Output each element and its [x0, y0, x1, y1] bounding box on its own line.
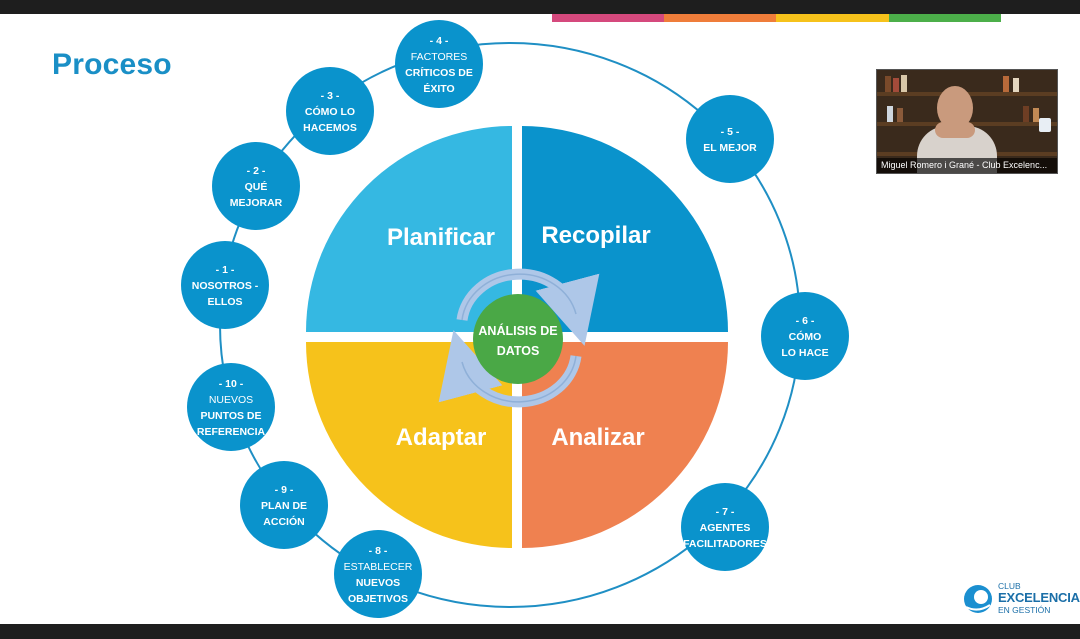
- step-9: - 9 - PLAN DE ACCIÓN: [240, 461, 328, 549]
- book: [885, 76, 891, 92]
- step-circle: [181, 241, 269, 329]
- step-6: - 6 - CÓMO LO HACE: [761, 292, 849, 380]
- step-label: NUEVOS: [356, 577, 400, 589]
- step-8: - 8 - ESTABLECER NUEVOS OBJETIVOS: [334, 530, 422, 618]
- step-10: - 10 - NUEVOS PUNTOS DE REFERENCIA: [187, 363, 275, 451]
- quadrant-label-analizar: Analizar: [551, 424, 644, 451]
- step-number: - 4 -: [430, 35, 449, 47]
- step-circle: [686, 95, 774, 183]
- logo-text-line2: EXCELENCIA: [998, 590, 1080, 605]
- cycle-arrow-bottom-outline: [461, 355, 577, 403]
- step-number: - 9 -: [275, 484, 294, 496]
- step-number: - 2 -: [247, 165, 266, 177]
- step-3: - 3 - CÓMO LO HACEMOS: [286, 67, 374, 155]
- book: [1013, 78, 1019, 92]
- step-number: - 3 -: [321, 90, 340, 102]
- center-label-line2: DATOS: [497, 344, 540, 358]
- step-label: ACCIÓN: [263, 515, 304, 528]
- step-label: EL MEJOR: [703, 142, 757, 154]
- step-circle: [395, 20, 483, 108]
- club-excelencia-logo: CLUB EXCELENCIA EN GESTIÓN: [962, 581, 1080, 621]
- quadrant-analizar: [522, 342, 728, 548]
- step-circle: [240, 461, 328, 549]
- step-label: HACEMOS: [303, 122, 357, 134]
- step-circle: [761, 292, 849, 380]
- step-1: - 1 - NOSOTROS - ELLOS: [181, 241, 269, 329]
- book: [901, 75, 907, 92]
- video-thumbnail[interactable]: Miguel Romero i Grané - Club Excelenc...: [876, 69, 1058, 174]
- quadrant-planificar: [306, 126, 512, 332]
- step-circle: [187, 363, 275, 451]
- center-label-line1: ANÁLISIS DE: [478, 323, 557, 338]
- badge-icon: [1039, 118, 1051, 132]
- book: [887, 106, 893, 122]
- step-circle: [286, 67, 374, 155]
- step-label: REFERENCIA: [197, 426, 266, 438]
- bottom-window-bar: [0, 624, 1080, 639]
- book: [1033, 108, 1039, 122]
- step-label: ELLOS: [207, 296, 242, 308]
- step-label: PLAN DE: [261, 500, 307, 512]
- stripe-pink: [552, 14, 664, 22]
- step-label: AGENTES: [700, 522, 751, 534]
- step-number: - 1 -: [216, 264, 235, 276]
- step-circle: [681, 483, 769, 571]
- step-5: - 5 - EL MEJOR: [686, 95, 774, 183]
- step-circle: [334, 530, 422, 618]
- step-label: FACILITADORES: [683, 538, 767, 550]
- step-number: - 8 -: [369, 545, 388, 557]
- step-label: LO HACE: [781, 347, 828, 359]
- step-label: CRÍTICOS DE: [405, 66, 473, 79]
- stripe-yellow: [776, 14, 889, 22]
- step-number: - 7 -: [716, 506, 735, 518]
- book: [1003, 76, 1009, 92]
- process-diagram: Planificar Recopilar Adaptar Analizar AN…: [181, 20, 849, 618]
- step-label: MEJORAR: [230, 197, 283, 209]
- top-window-bar: [0, 0, 1080, 14]
- quadrant-label-adaptar: Adaptar: [396, 424, 487, 451]
- step-number: - 6 -: [796, 315, 815, 327]
- step-number: - 10 -: [219, 378, 244, 390]
- logo-text-line1: CLUB: [998, 581, 1021, 591]
- step-label: PUNTOS DE: [200, 410, 261, 422]
- step-label: QUÉ: [245, 180, 268, 193]
- stripe-orange: [664, 14, 776, 22]
- book: [1023, 106, 1029, 122]
- step-2: - 2 - QUÉ MEJORAR: [212, 142, 300, 230]
- step-label: OBJETIVOS: [348, 593, 408, 605]
- slide-title: Proceso: [52, 48, 172, 81]
- step-7: - 7 - AGENTES FACILITADORES: [681, 483, 769, 571]
- cycle-arrow-top-outline: [461, 273, 577, 321]
- step-4: - 4 - FACTORES CRÍTICOS DE ÉXITO: [395, 20, 483, 108]
- step-label: ESTABLECER: [344, 561, 413, 573]
- book: [893, 78, 899, 92]
- quadrant-label-planificar: Planificar: [387, 224, 495, 251]
- logo-mark-icon: [964, 585, 992, 613]
- step-label: NUEVOS: [209, 394, 253, 406]
- logo-text-line3: EN GESTIÓN: [998, 605, 1051, 615]
- step-label: FACTORES: [411, 51, 467, 63]
- step-label: ÉXITO: [423, 82, 454, 95]
- presentation-slide: Proceso Planificar Recopilar Adaptar Ana…: [0, 14, 1080, 624]
- step-label: NOSOTROS -: [192, 280, 259, 292]
- book: [897, 108, 903, 122]
- participant-name: Miguel Romero i Grané - Club Excelenc...: [877, 158, 1057, 173]
- center-circle: [473, 294, 563, 384]
- quadrant-label-recopilar: Recopilar: [541, 222, 650, 249]
- step-circles: - 1 - NOSOTROS - ELLOS - 2 - QUÉ MEJORAR - 3 -…: [181, 20, 849, 618]
- step-label: CÓMO: [789, 330, 822, 343]
- stripe-green: [889, 14, 1001, 22]
- step-circle: [212, 142, 300, 230]
- step-number: - 5 -: [721, 126, 740, 138]
- step-label: CÓMO LO: [305, 105, 355, 118]
- person-hands: [935, 122, 975, 138]
